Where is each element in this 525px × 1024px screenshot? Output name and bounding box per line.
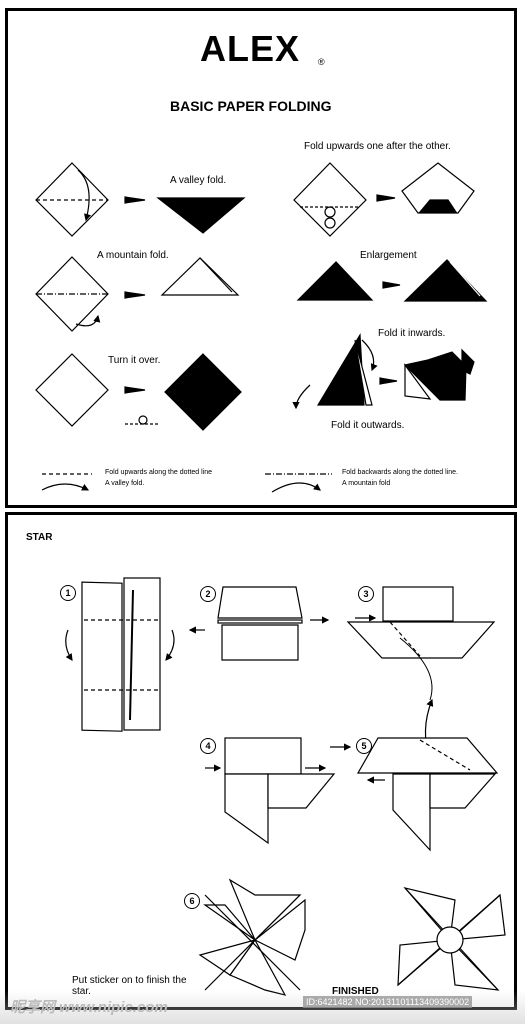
enlarge-triangle-2 bbox=[403, 259, 488, 302]
mountain-arrow-icon bbox=[271, 482, 321, 493]
black-square bbox=[164, 353, 242, 431]
fold-upwards-square bbox=[293, 162, 367, 237]
arrow-right-icon bbox=[379, 377, 398, 385]
label-valley-fold: A valley fold. bbox=[170, 175, 227, 186]
fold-outwards-shape bbox=[403, 348, 475, 401]
brand-logo: ALEX bbox=[200, 28, 301, 69]
arrow-right-icon bbox=[124, 386, 146, 394]
watermark-logo: 昵享网 www.nipic.com bbox=[10, 999, 168, 1016]
star-sticker-icon bbox=[436, 926, 464, 954]
arrow-right-icon bbox=[382, 281, 401, 289]
registered-mark: ® bbox=[318, 57, 325, 67]
white-square bbox=[35, 353, 109, 427]
enlarge-triangle-1 bbox=[296, 261, 374, 301]
star-step-5 bbox=[330, 737, 499, 852]
arrow-right-icon bbox=[124, 196, 146, 204]
finished-star-pinwheel bbox=[397, 886, 506, 991]
step-1-badge: 1 bbox=[60, 585, 76, 601]
label-fold-inwards: Fold it inwards. bbox=[378, 328, 446, 339]
step-3-badge: 3 bbox=[358, 586, 374, 602]
star-step-4 bbox=[205, 737, 336, 845]
valley-fold-square bbox=[35, 162, 109, 237]
label-turn-over: Turn it over. bbox=[108, 355, 161, 366]
arrow-right-icon bbox=[376, 194, 396, 202]
page-title: BASIC PAPER FOLDING bbox=[170, 98, 332, 114]
mountain-fold-result bbox=[160, 257, 240, 296]
label-fold-upwards: Fold upwards one after the other. bbox=[304, 141, 451, 152]
star-title: STAR bbox=[26, 532, 53, 543]
arrow-right-icon bbox=[124, 291, 146, 299]
step-4-badge: 4 bbox=[200, 738, 216, 754]
watermark-id: ID:6421482 NO:20131101113409390002 bbox=[303, 996, 473, 1008]
star-step-1 bbox=[65, 577, 175, 732]
legend-valley-name: A valley fold. bbox=[105, 480, 145, 487]
basic-folding-panel bbox=[5, 8, 517, 508]
valley-fold-result bbox=[156, 197, 246, 234]
step-5-badge: 5 bbox=[356, 738, 372, 754]
mountain-fold-square bbox=[35, 256, 109, 332]
star-step-2 bbox=[188, 586, 330, 661]
valley-arrow-icon bbox=[41, 483, 90, 491]
label-fold-outwards: Fold it outwards. bbox=[331, 420, 405, 431]
star-step-6-pinwheel bbox=[198, 878, 306, 996]
step-6-badge: 6 bbox=[184, 893, 200, 909]
star-step-3 bbox=[346, 586, 496, 761]
label-mountain-fold: A mountain fold. bbox=[97, 250, 169, 261]
label-enlargement: Enlargement bbox=[360, 250, 417, 261]
legend-mountain-name: A mountain fold bbox=[342, 480, 391, 487]
legend-valley-line: Fold upwards along the dotted line bbox=[105, 469, 213, 476]
step-2-badge: 2 bbox=[200, 586, 216, 602]
legend-mountain-line: Fold backwards along the dotted line. bbox=[342, 469, 458, 476]
fold-upwards-result bbox=[401, 162, 475, 214]
fold-inwards-shape bbox=[292, 333, 378, 410]
